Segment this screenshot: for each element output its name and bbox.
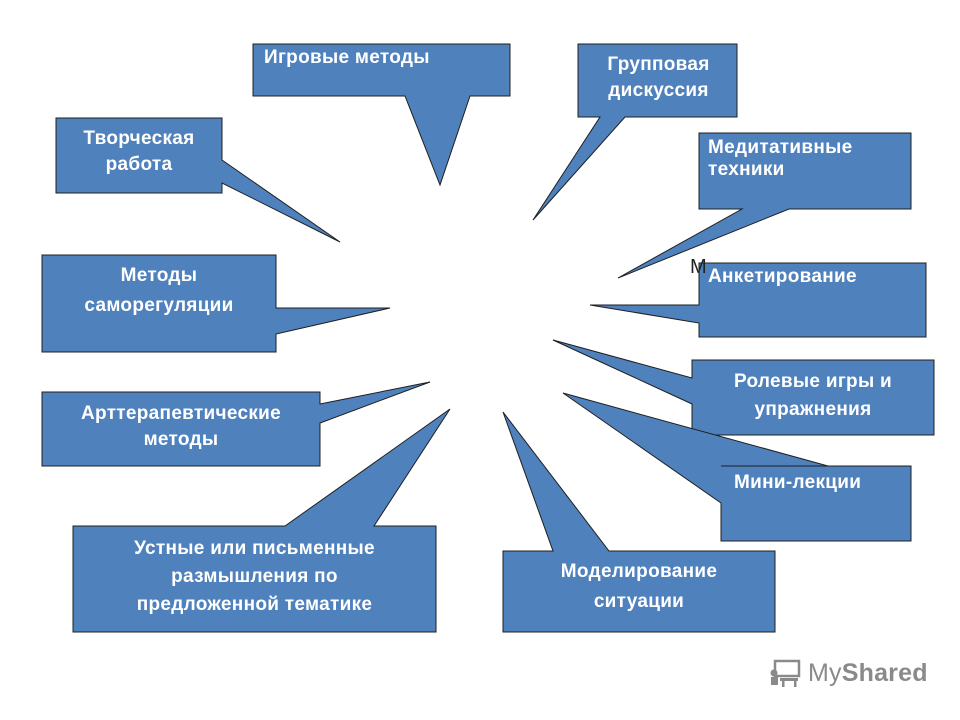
node-label-tvorcheskaya-rabota: Творческая работа — [83, 128, 195, 175]
logo-text-my: My — [808, 658, 842, 687]
node-label-rolevye-igry: Ролевые игры и упражнения — [733, 371, 893, 420]
logo-wordmark: MyShared — [808, 659, 928, 688]
callout-shape-mini-lektsii — [562, 392, 912, 542]
myshared-logo: MyShared — [768, 656, 928, 690]
node-label-ustnye-razmyshleniya: Устные или письменные размышления по пре… — [134, 538, 375, 615]
callout-shape-meditativnye — [617, 132, 912, 279]
logo-text-shared: Shared — [841, 658, 928, 687]
node-label-mini-lektsii: Мини-лекции — [734, 472, 862, 493]
node-label-gruppovaya-diskussiya: Групповая дискуссия — [607, 54, 710, 101]
node-label-modelirovanie-situatsii: Моделирование ситуации — [560, 561, 718, 612]
callout-shape-ustnye — [72, 408, 451, 633]
callout-shape-rolevye — [552, 339, 935, 436]
node-label-metody-samoregulyatsii: Методы саморегуляции — [84, 265, 234, 316]
callout-shape-modelirovanie — [502, 411, 776, 633]
callout-shape-artterapiya — [41, 381, 431, 467]
callout-shape-anketirovanie — [589, 262, 927, 338]
callout-shape-igrovye — [252, 43, 511, 187]
node-label-artterapevticheskie-metody: Арттерапевтические методы — [81, 403, 281, 450]
callout-shape-gruppovaya — [532, 43, 738, 221]
callout-shape-samoregulyatsiya — [41, 254, 391, 353]
node-label-meditativnye-tekhniki: Медитативные техники — [708, 137, 853, 180]
callout-shape-tvorcheskaya — [55, 117, 341, 243]
stray-text-fragment: М — [690, 256, 707, 278]
node-label-anketirovanie: Анкетирование — [708, 266, 857, 287]
node-label-igrovye-metody: Игровые методы — [264, 47, 430, 68]
classroom-icon — [770, 659, 801, 687]
